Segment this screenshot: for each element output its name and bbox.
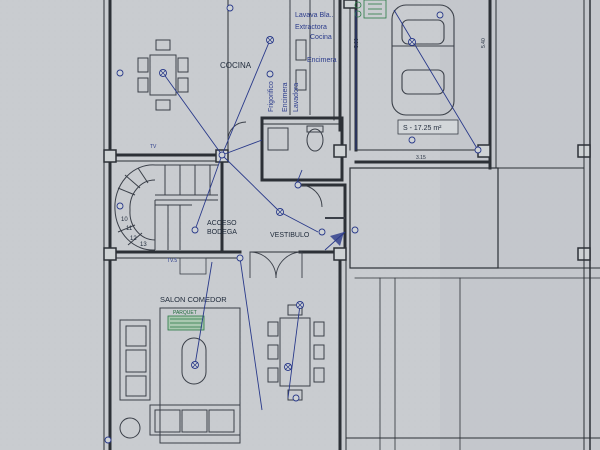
light-point (474, 146, 482, 154)
appliance-labels-rotated: Frigorifico Encimera Lavadora (268, 81, 300, 112)
light-point (436, 11, 444, 19)
tv-label: TV.5 (167, 258, 177, 264)
dim-garage-left: 5.80 (354, 38, 360, 48)
light-point (116, 202, 124, 210)
stair-num: 11 (126, 226, 133, 232)
light-point (104, 436, 112, 444)
light-point (218, 151, 226, 159)
tv-box: TV.5 TV (150, 144, 207, 275)
room-label-bodega-1: ACCESO (207, 220, 237, 227)
car (391, 4, 455, 116)
label-dishwasher: Lavava Bla.. (295, 12, 334, 19)
paper-shadow (440, 0, 600, 450)
light-point (292, 394, 300, 402)
appliance-labels: Lavava Bla.. Extractora Cocina Encimera (295, 12, 337, 64)
light-point (294, 181, 302, 189)
label-cooktop: Cocina (310, 34, 332, 41)
stair-num: 10 (121, 217, 128, 223)
parquet-label: PARQUET (173, 310, 197, 316)
bathroom-fixtures (267, 125, 324, 152)
garage-area-label: S - 17.25 m² (403, 125, 442, 132)
tv-label-top: TV (150, 144, 157, 150)
light-point (191, 226, 199, 234)
light-point (226, 4, 234, 12)
dim-garage-width: 3.15 (416, 155, 426, 161)
kitchen-table-set (137, 39, 189, 111)
stair-num: 13 (140, 242, 147, 248)
label-extractor: Extractora (295, 24, 327, 31)
label-washer: Lavadora (293, 83, 300, 112)
label-ceiling: Encimera (307, 57, 337, 64)
light-crosses (159, 36, 416, 371)
label-fridge: Frigorifico (268, 81, 275, 112)
room-label-living: SALON COMEDOR (160, 295, 227, 304)
room-label-kitchen: COCINA (220, 61, 252, 70)
light-point (351, 226, 359, 234)
stair-num: 12 (130, 236, 137, 242)
living-furniture (119, 304, 325, 444)
room-label-vestibule: VESTIBULO (270, 232, 310, 239)
light-point (408, 136, 416, 144)
label-counter: Encimera (282, 82, 289, 112)
kitchen-counter (289, 0, 311, 115)
electrical-panel-mark (330, 232, 344, 246)
dim-garage-right: 5.40 (481, 38, 487, 48)
light-point (236, 254, 244, 262)
garage-area-box: S - 17.25 m² (397, 119, 459, 135)
stair-numbers: 10 11 12 13 (121, 217, 147, 248)
light-point (266, 70, 274, 78)
parquet-symbol: PARQUET (167, 310, 205, 331)
light-point (318, 228, 326, 236)
door-swings (227, 121, 345, 279)
adjacent-unit (496, 0, 585, 450)
light-point (116, 69, 124, 77)
green-symbol (354, 0, 387, 19)
room-label-bodega-2: BODEGA (207, 229, 237, 236)
